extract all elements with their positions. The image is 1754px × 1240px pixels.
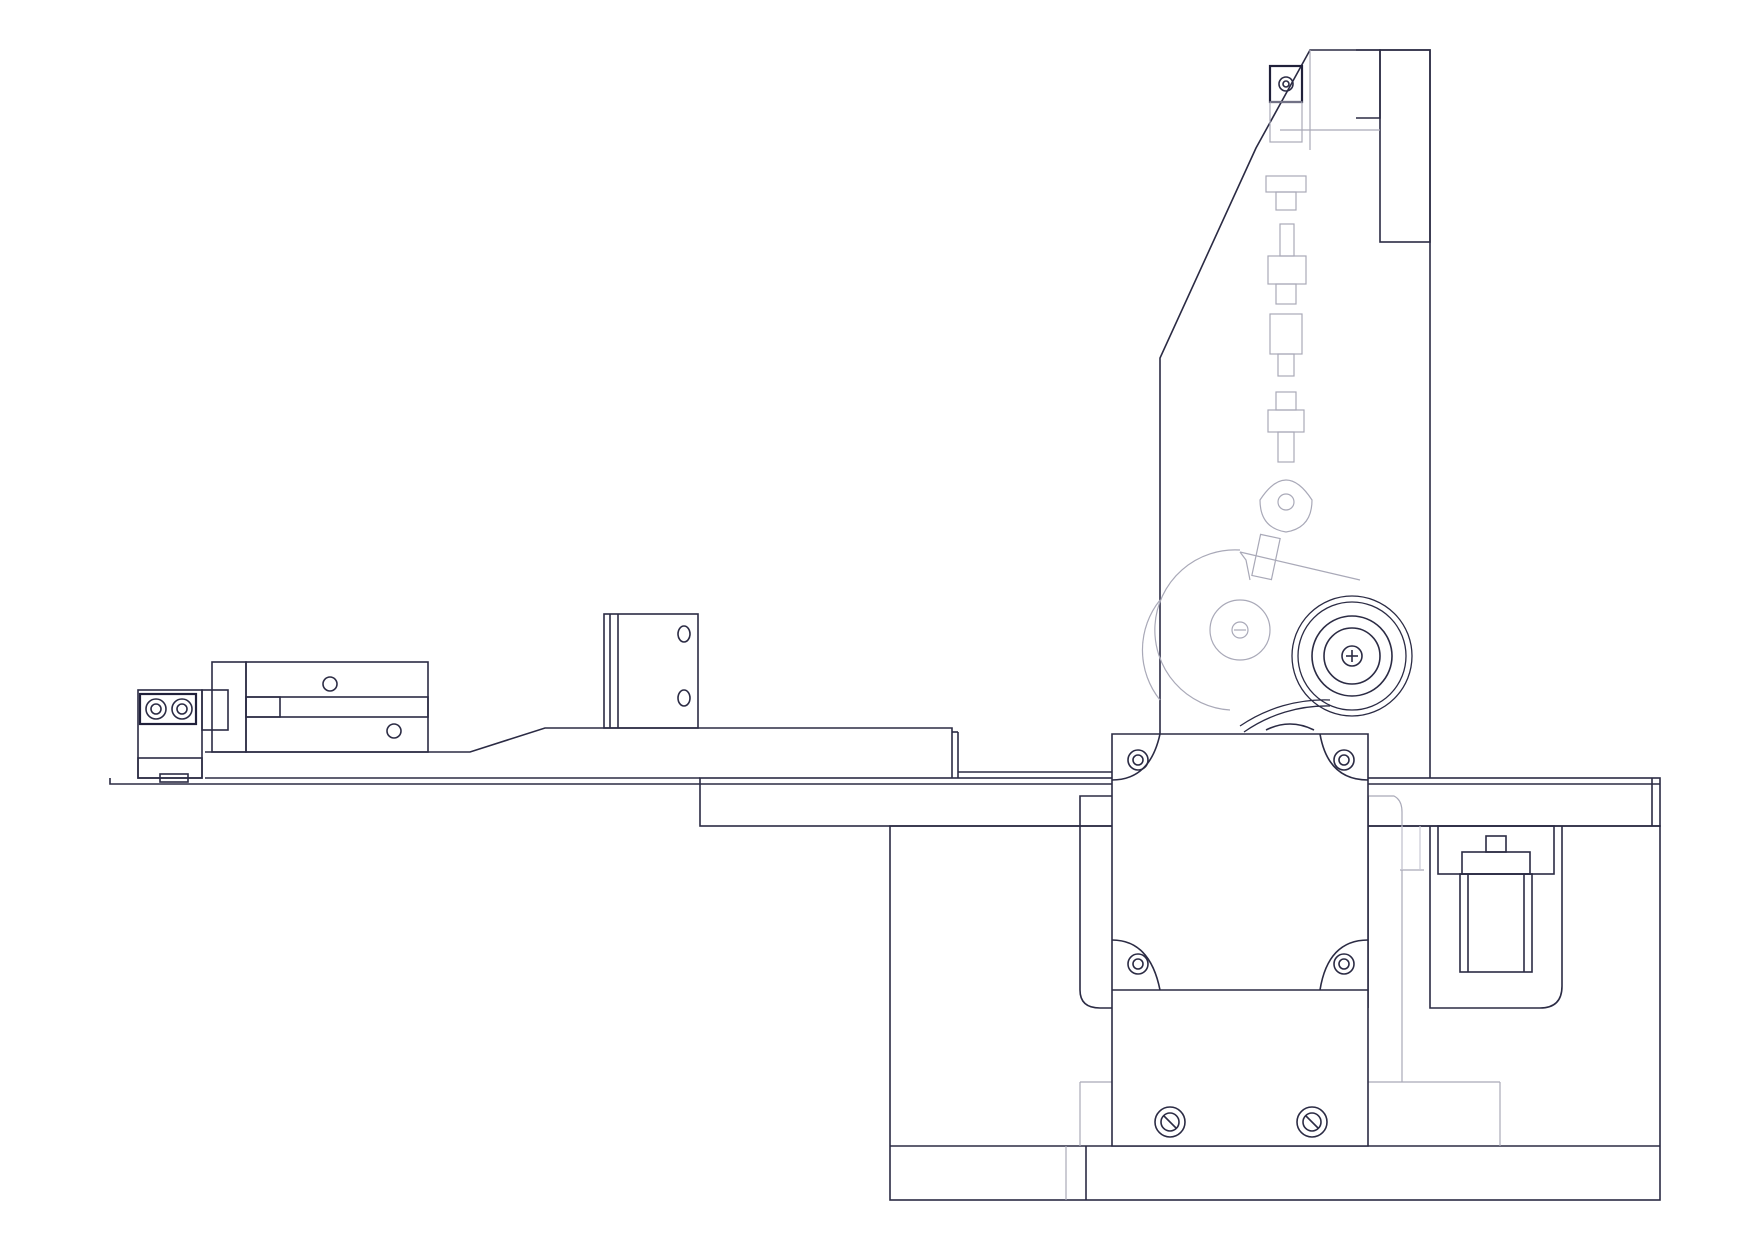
gears bbox=[1239, 595, 1413, 733]
right-cylinder bbox=[1429, 825, 1563, 1009]
guide-block bbox=[603, 613, 699, 729]
motor-housing bbox=[1111, 733, 1369, 1147]
cam-loop bbox=[1141, 549, 1361, 711]
slide-arm bbox=[109, 727, 1130, 785]
gripper-assembly bbox=[137, 661, 429, 783]
hidden-lines bbox=[1401, 826, 1421, 870]
vertical-plate bbox=[1159, 49, 1431, 778]
linkage-rod bbox=[1251, 64, 1313, 581]
